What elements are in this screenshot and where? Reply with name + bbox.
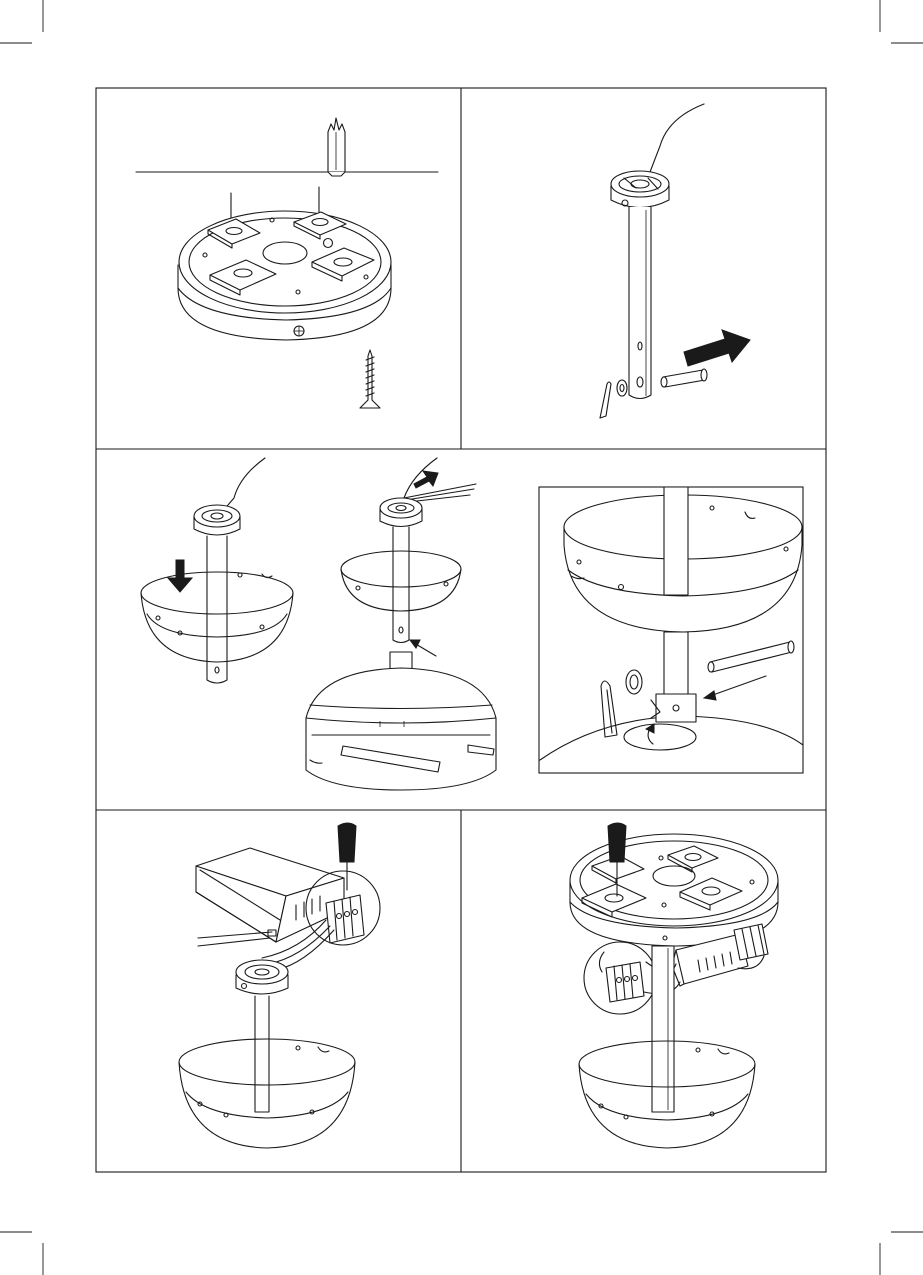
panel-wiring-connection: [179, 823, 380, 1148]
washer-icon: [617, 380, 627, 396]
wood-screw-icon: [360, 350, 380, 408]
panel-downrod-pin-removal: [600, 104, 750, 418]
downrod-icon: [194, 505, 240, 683]
insert-arrow-icon: [410, 640, 436, 656]
lead-wire: [650, 104, 704, 172]
downrod-upper: [664, 487, 688, 595]
wall-plug-icon: [328, 118, 345, 176]
terminal-block-icon: [326, 895, 364, 943]
rotate-arrow-icon: [646, 724, 654, 744]
insert-arrow-line: [710, 676, 766, 696]
clevis-pin-icon: [661, 369, 707, 387]
driver-box-icon: [196, 848, 344, 942]
mounting-bracket-icon: [178, 211, 391, 340]
canopy-icon: [564, 487, 802, 632]
downrod-icon: [380, 498, 422, 643]
direction-arrow-icon: [684, 330, 750, 366]
panel-final-assembly: [570, 823, 778, 1148]
terminal-block-icon: [606, 962, 644, 1002]
fan-motor-housing-icon: [306, 652, 496, 790]
panel-canopy-fitting: [141, 458, 496, 790]
panel-pin-detail: [539, 487, 803, 773]
panel-mount-bracket: [136, 118, 438, 408]
washer-icon: [626, 670, 642, 694]
downrod-icon: [236, 960, 288, 1112]
downrod-icon: [611, 171, 669, 399]
insert-arrow-head: [704, 691, 716, 700]
clevis-pin-icon: [708, 641, 794, 672]
cotter-pin-icon: [600, 382, 611, 418]
